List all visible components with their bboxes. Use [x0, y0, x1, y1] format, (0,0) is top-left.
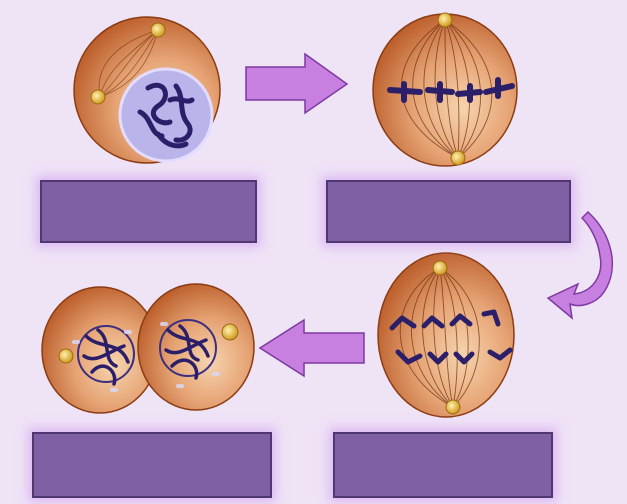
centrosome — [59, 349, 73, 363]
cell-telophase — [42, 284, 254, 413]
centrosome — [446, 400, 460, 414]
label-box-metaphase[interactable] — [326, 180, 571, 243]
label-box-prophase[interactable] — [40, 180, 257, 243]
cell-prophase — [74, 17, 220, 163]
centrosome — [151, 23, 165, 37]
right-arrow-icon — [246, 54, 347, 113]
left-arrow-icon — [260, 320, 364, 376]
centrosome — [451, 151, 465, 165]
cell-anaphase — [378, 253, 514, 417]
centrosome — [433, 261, 447, 275]
label-box-anaphase[interactable] — [333, 432, 553, 498]
cell-metaphase — [373, 13, 517, 166]
centrosome — [222, 324, 238, 340]
label-box-telophase[interactable] — [32, 432, 272, 498]
centrosome — [438, 13, 452, 27]
daughter-cell-right — [138, 284, 254, 410]
nucleus — [120, 69, 212, 161]
centrosome — [91, 90, 105, 104]
